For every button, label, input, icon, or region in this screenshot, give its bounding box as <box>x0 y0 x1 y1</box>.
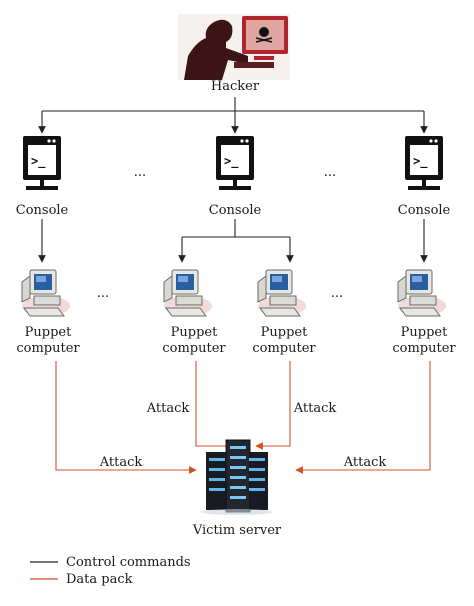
puppet-computer-3: Puppet computer <box>252 269 316 356</box>
puppet-4-label-line2: computer <box>392 341 456 356</box>
puppet-2-label-line1: Puppet <box>171 325 218 340</box>
attack-label-3: Attack <box>293 401 337 416</box>
server-icon <box>201 439 273 515</box>
console-2: Console <box>209 136 262 218</box>
computer-icon <box>21 269 71 317</box>
attack-label-2: Attack <box>146 401 190 416</box>
attack-label-4: Attack <box>343 455 387 470</box>
puppet-3-label-line1: Puppet <box>261 325 308 340</box>
puppet-2-label-line2: computer <box>162 341 226 356</box>
puppet-1-label-line1: Puppet <box>25 325 72 340</box>
console-1-label: Console <box>16 203 69 218</box>
attack-lines <box>55 361 431 474</box>
console-ellipsis-right: ... <box>324 165 336 180</box>
hacker-icon <box>178 14 290 80</box>
attack-label-1: Attack <box>99 455 143 470</box>
hacker-label: Hacker <box>211 79 260 94</box>
puppet-computer-1: Puppet computer <box>16 269 80 356</box>
computer-icon <box>257 269 307 317</box>
console-3: Console <box>398 136 451 218</box>
console-2-label: Console <box>209 203 262 218</box>
terminal-icon <box>23 136 61 190</box>
puppet-computer-2: Puppet computer <box>162 269 226 356</box>
puppet-computer-4: Puppet computer <box>392 269 456 356</box>
puppet-ellipsis-left: ... <box>97 286 109 301</box>
control-lines <box>38 97 428 263</box>
console-1: Console <box>16 136 69 218</box>
puppet-1-label-line2: computer <box>16 341 80 356</box>
computer-icon <box>397 269 447 317</box>
console-ellipsis-left: ... <box>134 165 146 180</box>
legend-control-label: Control commands <box>66 555 191 570</box>
terminal-icon <box>405 136 443 190</box>
computer-icon <box>163 269 213 317</box>
console-3-label: Console <box>398 203 451 218</box>
puppet-ellipsis-right: ... <box>331 286 343 301</box>
legend-data-label: Data pack <box>66 572 133 587</box>
legend: Control commands Data pack <box>30 555 191 587</box>
victim-server-label: Victim server <box>192 523 282 538</box>
puppet-4-label-line1: Puppet <box>401 325 448 340</box>
puppet-3-label-line2: computer <box>252 341 316 356</box>
terminal-icon <box>216 136 254 190</box>
